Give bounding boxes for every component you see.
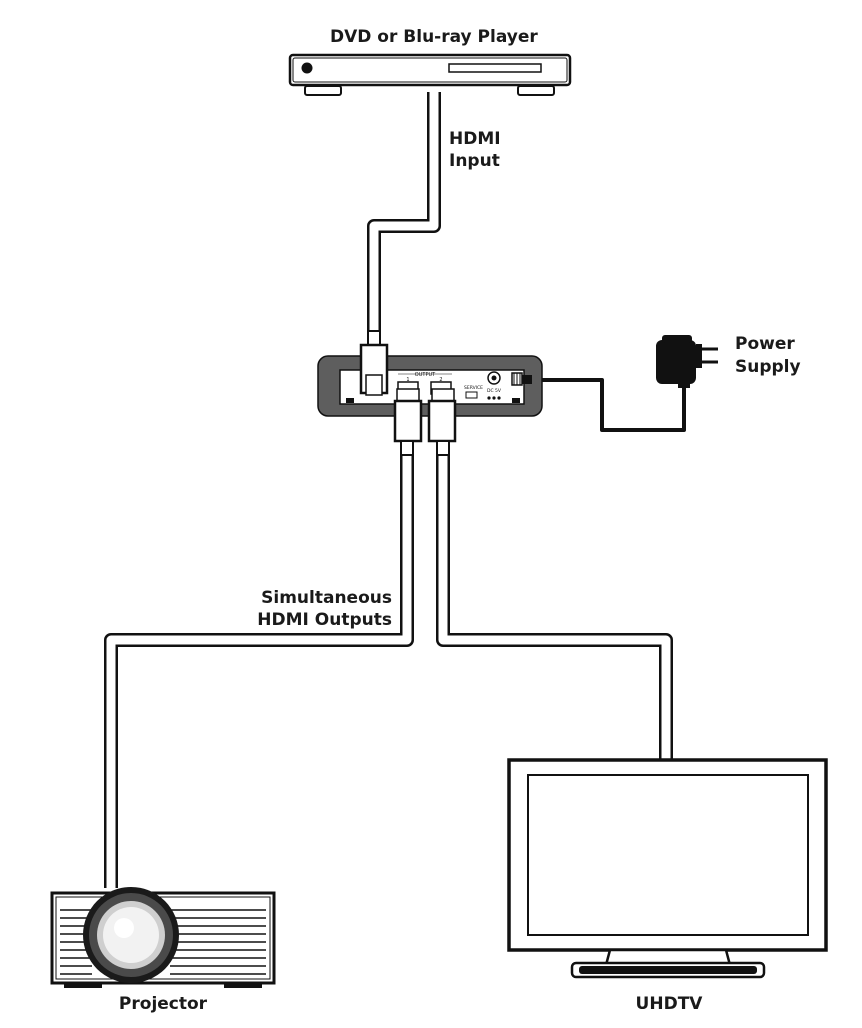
uhdtv-icon [507, 758, 828, 979]
service-port [465, 391, 478, 399]
hdmi-input-cable [367, 92, 441, 332]
disc-tray [448, 63, 542, 73]
hdmi-output-connector-2 [427, 388, 457, 456]
output-port-2-label: 2 [439, 377, 442, 383]
power-button-icon [301, 62, 313, 74]
service-label: SERVICE [464, 385, 483, 391]
outputs-label-line1: Simultaneous [261, 588, 392, 608]
output-group-label: OUTPUT [415, 372, 436, 378]
hdmi-input-label-line1: HDMI [449, 129, 501, 149]
power-supply-label-line1: Power [735, 334, 795, 354]
power-supply-label-line2: Supply [735, 357, 801, 377]
power-adapter-icon [656, 335, 718, 388]
output-port-1-label: 1 [406, 377, 409, 383]
projector-icon [50, 887, 276, 988]
hdmi-output-cable-1 [104, 455, 414, 888]
source-device-label: DVD or Blu-ray Player [330, 27, 538, 47]
hdmi-output-connector-1 [393, 388, 423, 456]
power-cable [530, 378, 686, 432]
hdmi-output-cable-2 [436, 455, 673, 760]
dvd-bluray-player [288, 53, 572, 96]
dc-label: DC 5V [487, 388, 502, 394]
projector-label: Projector [118, 994, 208, 1014]
uhdtv-label: UHDTV [635, 994, 703, 1014]
dc-power-plug [511, 372, 532, 386]
hdmi-input-connector [359, 330, 389, 396]
hdmi-input-label-line2: Input [449, 151, 500, 171]
outputs-label-line2: HDMI Outputs [257, 610, 392, 630]
